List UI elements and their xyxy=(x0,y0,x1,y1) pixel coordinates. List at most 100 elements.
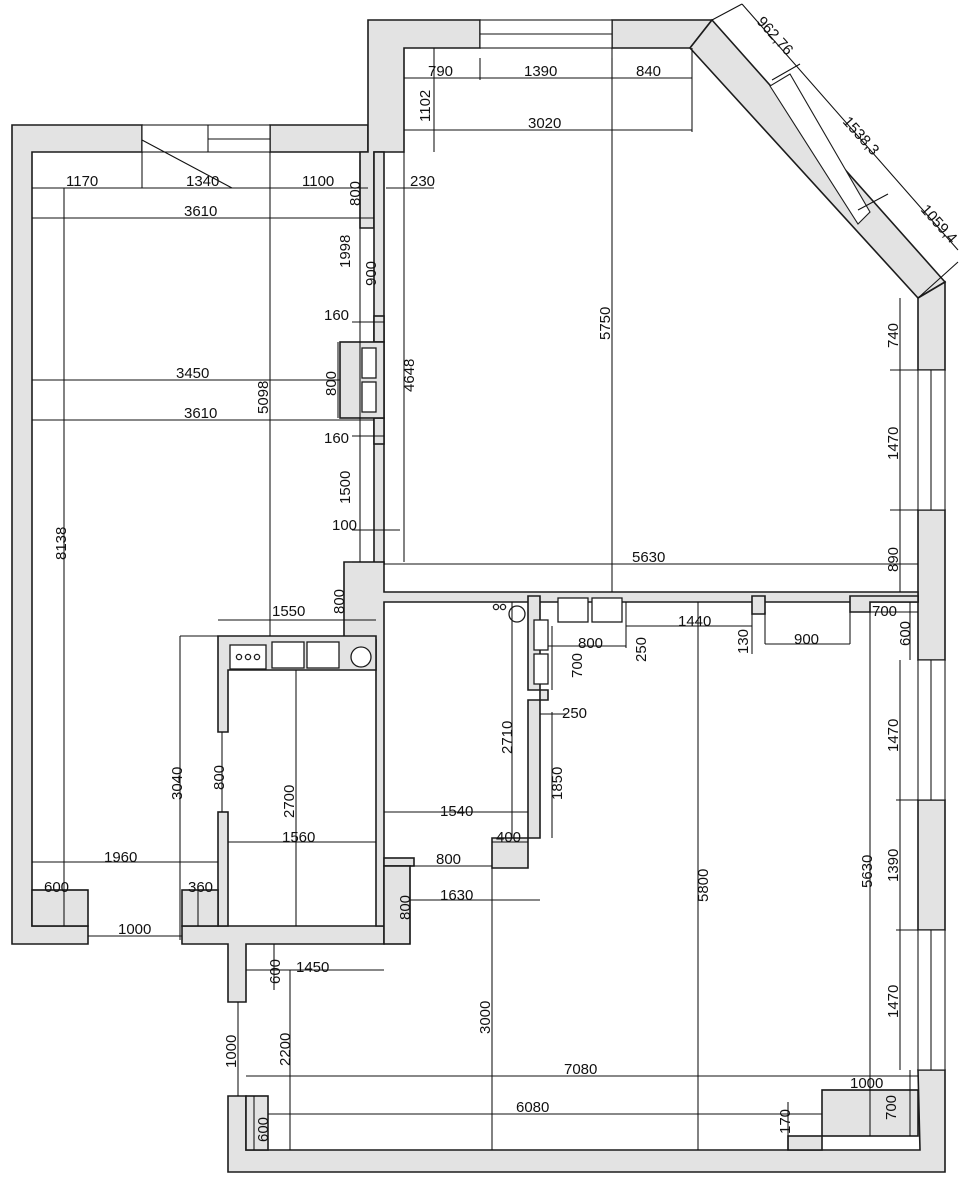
dim-label: 1470 xyxy=(885,985,902,1018)
dim-label: 250 xyxy=(562,705,587,722)
dim-label: 5630 xyxy=(632,549,665,566)
dim-label: 3040 xyxy=(169,767,186,800)
fixtures xyxy=(229,597,623,685)
dim-label: 230 xyxy=(410,173,435,190)
bath-cab-1 xyxy=(557,597,589,623)
dim-label: 740 xyxy=(885,323,902,348)
wall-pillar-mid xyxy=(181,889,219,927)
dim-label: 360 xyxy=(188,879,213,896)
wall-left-top xyxy=(269,124,369,153)
dim-label: 170 xyxy=(777,1109,794,1134)
dimension-lines xyxy=(32,3,959,1150)
dim-label: 4648 xyxy=(401,359,418,392)
dim-label: 5800 xyxy=(695,869,712,902)
dim-label: 3450 xyxy=(176,365,209,382)
dim-label: 250 xyxy=(633,637,650,662)
wall-bottom-stub xyxy=(787,1135,823,1151)
sink-1 xyxy=(271,641,305,669)
dim-label: 3000 xyxy=(477,1001,494,1034)
wall-right-lower xyxy=(227,1069,946,1173)
dim-label: 1998 xyxy=(337,235,354,268)
dim-label: 600 xyxy=(255,1117,272,1142)
dim-label: 600 xyxy=(44,879,69,896)
interior-walls xyxy=(31,151,919,1151)
dim-label: 900 xyxy=(794,631,819,648)
bath-cab-2 xyxy=(591,597,623,623)
dim-label: 2200 xyxy=(277,1033,294,1066)
dim-label: 1390 xyxy=(524,63,557,80)
dim-label: 1000 xyxy=(118,921,151,938)
dim-label: 800 xyxy=(578,635,603,652)
dim-label: 700 xyxy=(569,653,586,678)
dim-label: 962,76 xyxy=(753,13,796,58)
dim-label: 800 xyxy=(436,851,461,868)
dim-label: 1170 xyxy=(66,173,98,190)
dim-label: 130 xyxy=(735,629,752,654)
dim-label: 800 xyxy=(397,895,414,920)
dim-label: 2710 xyxy=(499,721,516,754)
dim-label: 1500 xyxy=(337,471,354,504)
dim-label: 800 xyxy=(323,371,340,396)
dim-label: 1960 xyxy=(104,849,137,866)
dim-label: 1100 xyxy=(302,173,334,190)
dim-label: 1550 xyxy=(272,603,305,620)
dim-label: 8138 xyxy=(53,527,70,560)
dim-label: 3610 xyxy=(184,405,217,422)
dim-label: 700 xyxy=(883,1095,900,1120)
wall-left-room xyxy=(11,124,143,945)
dim-label: 1000 xyxy=(223,1035,240,1068)
dim-label: 1630 xyxy=(440,887,473,904)
window-diagonal xyxy=(769,73,871,225)
dim-label: 1470 xyxy=(885,719,902,752)
dim-label: 3610 xyxy=(184,203,217,220)
wall-bath2 xyxy=(383,857,415,867)
dim-label: 100 xyxy=(332,517,357,534)
wall-right-mid xyxy=(917,509,946,661)
dim-label: 1538,3 xyxy=(839,113,882,158)
dim-label: 900 xyxy=(363,261,380,286)
windows xyxy=(141,19,946,1071)
dim-label: 400 xyxy=(496,829,521,846)
dim-label: 1440 xyxy=(678,613,711,630)
dim-label: 700 xyxy=(872,603,897,620)
bath-cab-4 xyxy=(533,653,549,685)
wall-kitchen-left xyxy=(217,811,229,927)
dim-label: 1450 xyxy=(296,959,329,976)
wall-int-c xyxy=(373,417,385,445)
shelf-lower xyxy=(361,381,377,413)
shelf-upper xyxy=(361,347,377,379)
dim-label: 1560 xyxy=(282,829,315,846)
dim-label: 1340 xyxy=(186,173,219,190)
dim-label: 1850 xyxy=(549,767,566,800)
dim-label: 840 xyxy=(636,63,661,80)
dim-label: 6080 xyxy=(516,1099,549,1116)
wall-right-mid2 xyxy=(917,799,946,931)
dim-label: 5630 xyxy=(859,855,876,888)
dim-label: 5750 xyxy=(597,307,614,340)
dim-label: 1540 xyxy=(440,803,473,820)
wall-right-upper xyxy=(917,280,946,371)
dim-label: 160 xyxy=(324,307,349,324)
dim-label: 160 xyxy=(324,430,349,447)
wall-int-b xyxy=(373,315,385,343)
dim-label: 790 xyxy=(428,63,453,80)
wall-horizontal-main xyxy=(343,561,919,927)
toilet xyxy=(508,605,526,623)
sink-2 xyxy=(306,641,340,669)
wall-right-block xyxy=(751,595,766,615)
bath-cab-3 xyxy=(533,619,549,651)
wall-corridor-v xyxy=(383,865,411,945)
dim-label: 800 xyxy=(331,589,348,614)
dim-label: 800 xyxy=(347,181,364,206)
dim-label: 2700 xyxy=(281,785,298,818)
dim-label: 7080 xyxy=(564,1061,597,1078)
dim-label: 600 xyxy=(267,959,284,984)
dim-label: 890 xyxy=(885,547,902,572)
dim-label: 5098 xyxy=(255,381,272,414)
dim-label: 1102 xyxy=(417,90,434,122)
dim-label: 800 xyxy=(211,765,228,790)
round-fixture xyxy=(350,646,372,668)
dim-label: 600 xyxy=(897,621,914,646)
wall-bottom-left xyxy=(245,1095,269,1151)
